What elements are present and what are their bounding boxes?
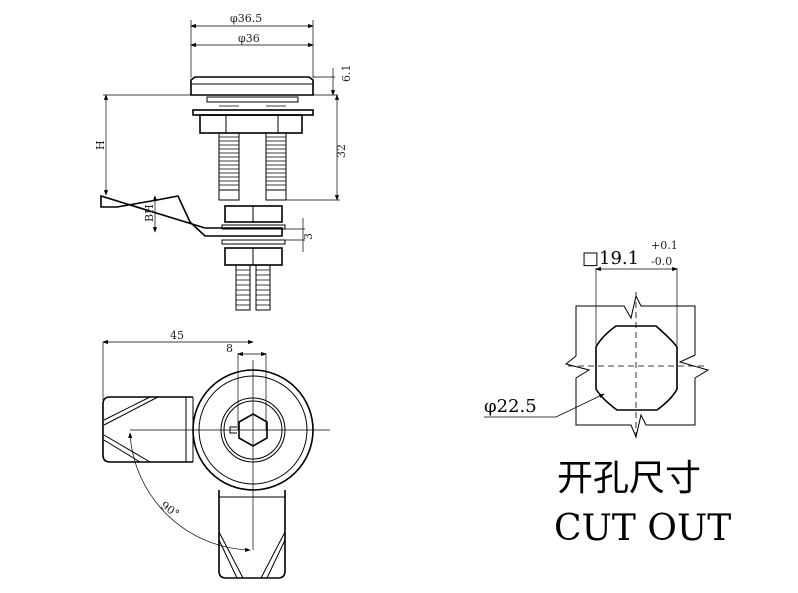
front-view: 45 8 90° [102,329,330,579]
dim-height: H [94,140,107,150]
dim-dia-inner: φ36 [238,32,260,45]
tolerance-minus: -0.0 [651,255,672,268]
side-view: φ36.5 φ36 6.1 H 32 BH 3 [94,12,353,311]
cutout-title-en: CUT OUT [554,508,731,549]
dim-diameter: φ22.5 [484,396,537,417]
dim-cam-offset: BH [143,204,156,222]
cutout-view: □19.1 +0.1 -0.0 φ22.5 开孔尺寸 CUT OUT [484,239,731,549]
dim-rotation-angle: 90° [158,499,181,521]
dim-dia-outer: φ36.5 [230,12,262,25]
dim-body-length: 32 [335,144,348,158]
dim-arm-length: 45 [170,329,184,342]
dim-square-size: □19.1 [582,248,639,269]
dim-cam-thickness: 3 [302,233,315,240]
dim-hex-size: 8 [226,342,233,355]
tolerance-plus: +0.1 [651,239,678,252]
cutout-title-cn: 开孔尺寸 [557,458,701,499]
dim-cap-height: 6.1 [340,65,353,83]
